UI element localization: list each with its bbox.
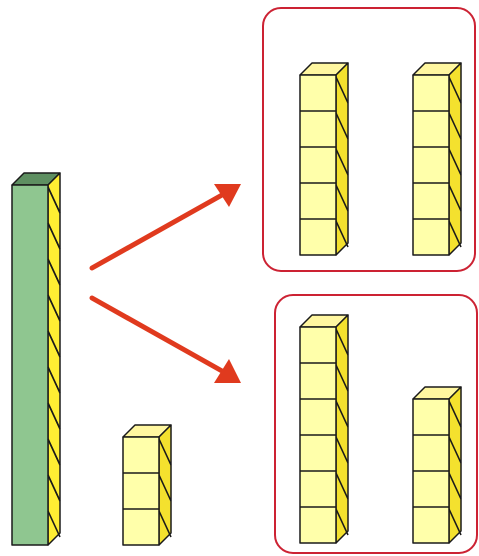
side-division [335,364,349,392]
side-division [448,508,462,536]
side-division [448,472,462,500]
cube-stack [299,314,349,544]
arrow-down [89,295,241,383]
side-division [335,508,349,536]
side-division [335,328,349,356]
side-division [335,112,349,140]
source-blocks [11,172,172,546]
side-division [47,366,61,394]
side-division [47,222,61,250]
cube-stack [122,424,172,546]
side-division [448,400,462,428]
group-1 [299,62,462,256]
side-division [448,220,462,248]
side-division [47,438,61,466]
group-box-top [262,7,476,272]
side-division [335,400,349,428]
side-division [47,510,61,538]
side-division [448,184,462,212]
stack-front-face [299,74,337,256]
stack-front-face [122,436,160,546]
side-division [47,402,61,430]
side-division [448,112,462,140]
side-division [47,186,61,214]
stack-side-face [335,314,349,544]
stack-side-face [448,386,462,544]
side-division [158,474,172,502]
cube-stack [299,62,349,256]
side-division [335,76,349,104]
cube-stack [412,62,462,256]
side-division [448,76,462,104]
group-box-bottom [274,294,478,554]
side-division [158,510,172,538]
side-division [47,294,61,322]
side-division [448,148,462,176]
stack-front-face [11,184,49,546]
side-division [47,474,61,502]
group-2 [299,314,462,544]
stack-front-face [412,74,450,256]
side-division [47,258,61,286]
side-division [335,436,349,464]
ten-rod [11,172,61,546]
arrow-up [89,184,241,271]
side-division [158,438,172,466]
side-division [47,330,61,358]
side-division [335,220,349,248]
side-division [335,148,349,176]
grouped-blocks [299,62,462,544]
side-division [335,184,349,212]
cube-stack [412,386,462,544]
side-division [335,472,349,500]
side-division [448,436,462,464]
